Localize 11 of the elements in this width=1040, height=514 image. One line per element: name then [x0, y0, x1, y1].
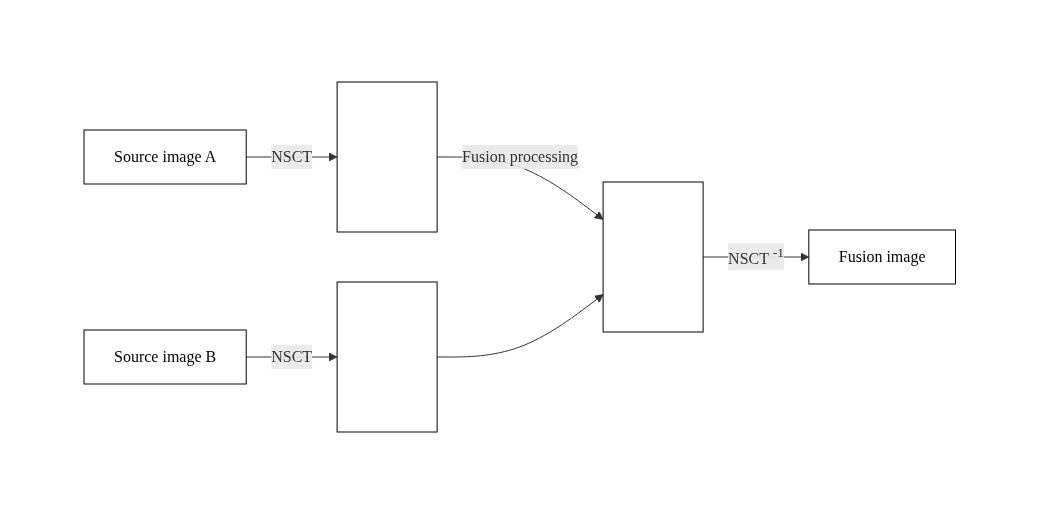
edge-label: Fusion processing — [462, 148, 579, 165]
node-box: Source image A — [83, 129, 247, 185]
edge-label: NSCT — [271, 148, 313, 165]
edge-label: NSCT — [271, 348, 313, 365]
node-box — [602, 181, 704, 333]
node-box — [336, 81, 438, 233]
node-box: Fusion image — [808, 229, 957, 285]
node-box: Source image B — [83, 329, 247, 385]
arrow — [436, 294, 604, 358]
edge-label: NSCT $^{-1}$ — [728, 245, 785, 267]
node-box — [336, 281, 438, 433]
